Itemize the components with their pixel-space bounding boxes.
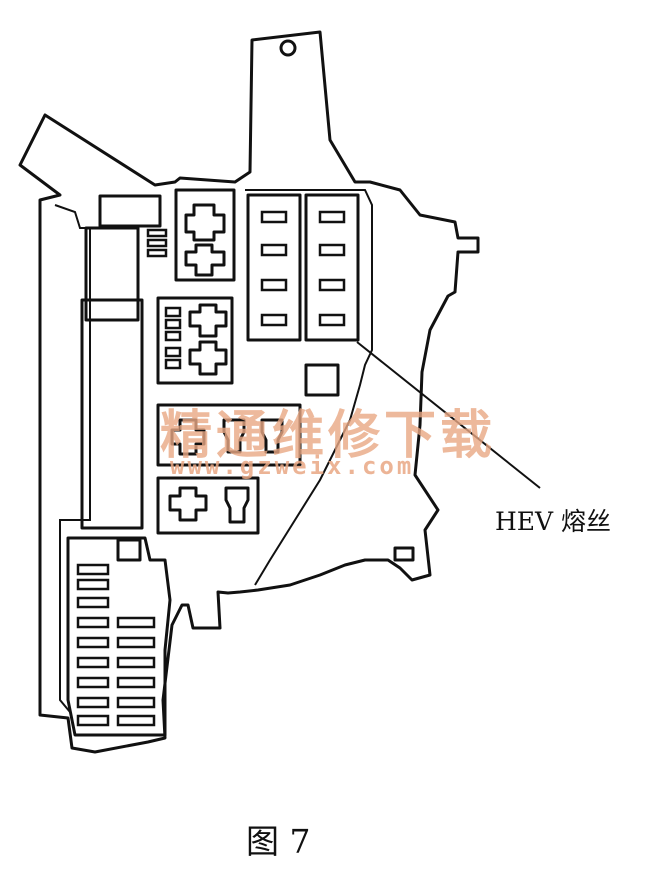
watermark-url: www.gzweix.com — [170, 452, 415, 480]
relay-shape-c — [260, 418, 284, 454]
small-block — [98, 194, 162, 228]
relay-block-mid — [156, 296, 234, 385]
relay-row-lower — [156, 403, 302, 467]
mount-hole — [279, 39, 297, 57]
relay-mid-pins — [164, 306, 182, 370]
relay-shape-e — [224, 486, 250, 524]
relay-cross-3 — [188, 303, 228, 338]
hev-fuse-slots — [260, 210, 346, 327]
callout-leader — [356, 341, 541, 489]
inner-housing-right — [245, 189, 373, 586]
small-square — [304, 363, 340, 397]
fuse-box-outline — [18, 30, 480, 754]
watermark-text: 精通维修下载 — [160, 406, 497, 466]
small-square-2 — [116, 538, 142, 562]
relay-cross-1 — [184, 203, 226, 242]
relay-shape-d — [168, 486, 208, 522]
relay-cross-4 — [188, 340, 228, 376]
inner-housing — [54, 204, 91, 713]
relay-cross-2 — [184, 243, 226, 277]
bottom-fuse-block — [66, 536, 172, 737]
relay-shape-a — [170, 418, 206, 456]
connector-pins — [146, 228, 168, 258]
relay-row-bottom — [156, 476, 260, 535]
bottom-fuse-slots — [76, 563, 156, 727]
relay-block-top — [174, 188, 236, 282]
relay-body — [80, 298, 144, 530]
small-connector — [393, 546, 415, 562]
hev-fuse-label: HEV 熔丝 — [495, 507, 612, 536]
large-relay — [84, 226, 140, 322]
relay-shape-b — [222, 418, 246, 454]
hev-fuse-block-right — [304, 193, 360, 342]
hev-fuse-block-left — [246, 193, 302, 342]
figure-caption: 图 7 — [246, 822, 311, 861]
